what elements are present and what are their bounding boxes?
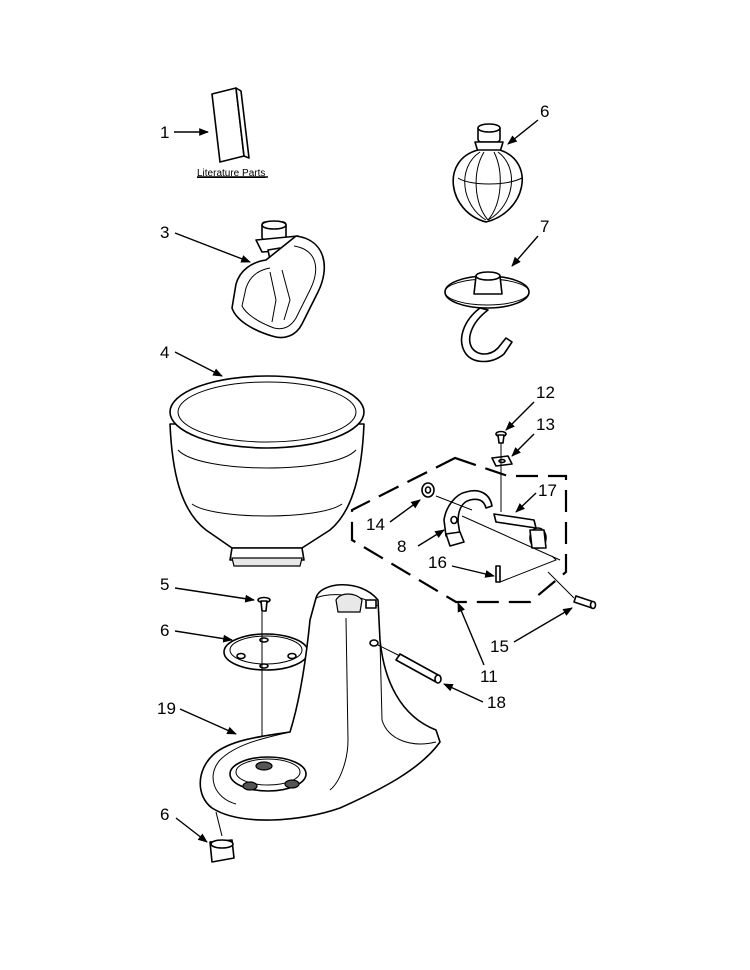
callout-4: 4 bbox=[160, 343, 169, 362]
callout-9: 7 bbox=[540, 217, 549, 236]
callout-18: 18 bbox=[487, 693, 506, 712]
washer-part-13[interactable] bbox=[491, 455, 513, 467]
assembly-boundary-11 bbox=[350, 456, 568, 604]
bowl-clamp-plate-part[interactable] bbox=[223, 633, 309, 671]
callout-15: 15 bbox=[490, 637, 509, 656]
screw-part[interactable] bbox=[257, 596, 271, 612]
flat-beater-part[interactable] bbox=[231, 220, 326, 339]
pedestal-part[interactable] bbox=[199, 583, 441, 821]
callout-7: 6 bbox=[160, 805, 169, 824]
callout-16: 16 bbox=[428, 553, 447, 572]
pin-part-15[interactable] bbox=[573, 595, 597, 610]
bowl-part[interactable] bbox=[169, 375, 365, 567]
lever-part[interactable] bbox=[493, 513, 547, 549]
callout-13: 13 bbox=[536, 415, 555, 434]
dough-hook-part[interactable] bbox=[444, 271, 530, 363]
callout-1: 1 bbox=[160, 123, 169, 142]
literature-part[interactable]: Literature Parts bbox=[197, 87, 268, 179]
callout-11: 11 bbox=[480, 667, 498, 686]
wire-whip-part[interactable] bbox=[452, 123, 523, 223]
pin-part-18[interactable] bbox=[395, 653, 442, 684]
callout-10: 8 bbox=[397, 537, 406, 556]
washer-part-14[interactable] bbox=[421, 482, 435, 498]
callout-12: 12 bbox=[536, 383, 555, 402]
callout-6: 6 bbox=[160, 621, 169, 640]
callout-5: 5 bbox=[160, 575, 169, 594]
callout-8: 6 bbox=[540, 102, 549, 121]
literature-caption: Literature Parts bbox=[197, 168, 265, 179]
screw-part-12[interactable] bbox=[495, 430, 507, 444]
callout-14: 14 bbox=[366, 515, 385, 534]
callout-17: 17 bbox=[538, 481, 557, 500]
callout-19: 19 bbox=[157, 699, 176, 718]
bracket-part[interactable] bbox=[443, 490, 493, 547]
callout-3: 3 bbox=[160, 223, 169, 242]
foot-part[interactable] bbox=[209, 839, 235, 863]
pin-part-16[interactable] bbox=[495, 555, 557, 583]
